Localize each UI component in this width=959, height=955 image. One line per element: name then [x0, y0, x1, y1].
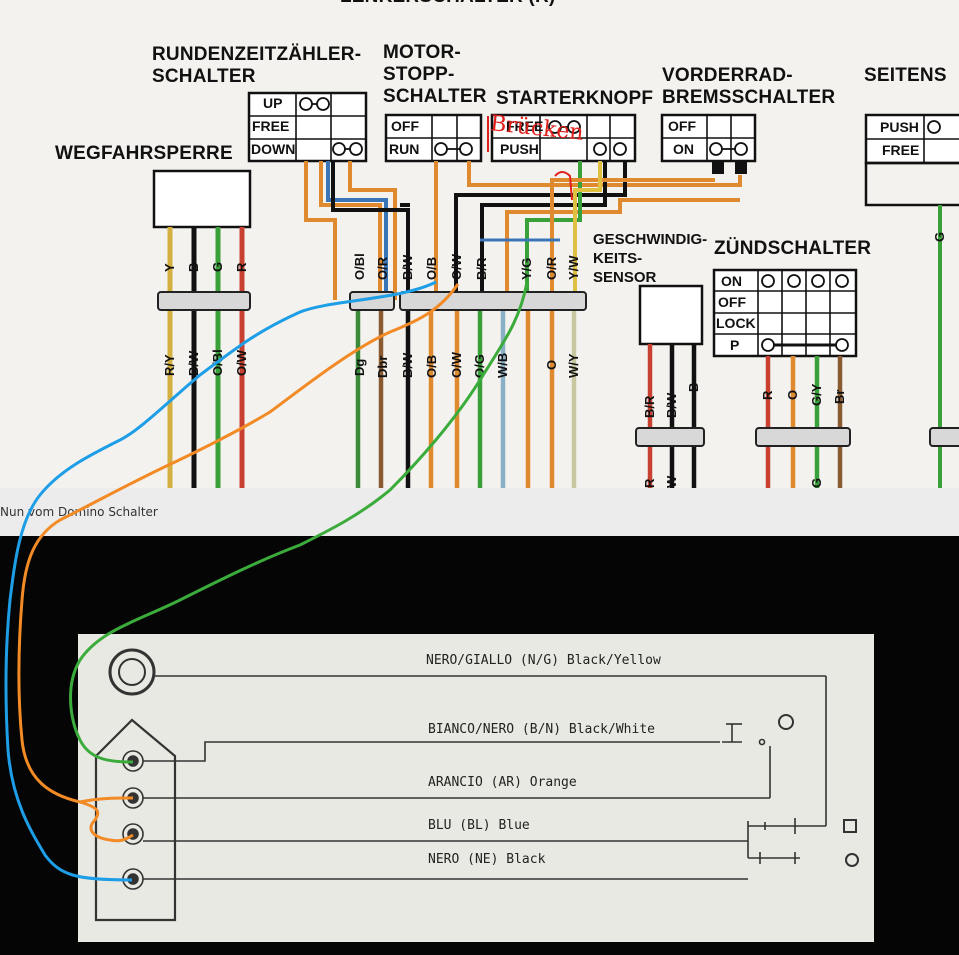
domino-wire-labels: NERO/GIALLO (N/G) Black/Yellow BIANCO/NE…	[78, 634, 874, 942]
side-stand-row-push: PUSH	[880, 119, 919, 135]
engine-stop-title: MOTOR- STOPP- SCHALTER	[383, 42, 487, 107]
wire-label-b-r: B/R	[474, 257, 489, 280]
ignition-row-on: ON	[721, 273, 742, 289]
wire-label-o-w: O/W	[449, 254, 464, 280]
wire-label-o-w-low: O/W	[234, 350, 249, 376]
domino-switch-photo: NERO/GIALLO (N/G) Black/Yellow BIANCO/NE…	[0, 536, 959, 955]
wire-label-g-side: G	[932, 231, 947, 242]
wire-label-o-b-low: O/B	[424, 354, 439, 378]
wire-label-o-w-low-2: O/W	[449, 352, 464, 378]
side-stand-title: SEITENS	[864, 65, 947, 86]
engine-stop-row-run: RUN	[389, 141, 420, 157]
wire-label-o-r: O/R	[375, 256, 390, 280]
speed-sensor-wire-b-w: B/W	[664, 392, 679, 418]
immobilizer-box	[152, 169, 252, 229]
speed-sensor-wire-b: B	[686, 382, 701, 392]
front-brake-row-on: ON	[673, 141, 694, 157]
speed-sensor-title: GESCHWINDIG- KEITS- SENSOR	[593, 231, 708, 286]
wire-label-black-white: BIANCO/NERO (B/N) Black/White	[428, 722, 655, 737]
wire-label-o-r-2: O/R	[544, 256, 559, 280]
wire-label-o-bl: O/Bl	[352, 253, 367, 280]
wire-label-dbr: Dbr	[375, 355, 390, 378]
edge-letter-w: W	[664, 475, 679, 488]
ignition-wire-br: Br	[832, 389, 847, 404]
wire-label-w-y: W/Y	[566, 353, 581, 378]
wire-label-b-w-low-2: B/W	[400, 352, 415, 378]
starter-title: STARTERKNOPF	[496, 88, 654, 109]
wire-label-orange: ARANCIO (AR) Orange	[428, 775, 577, 790]
wire-label-y: Y	[162, 263, 177, 272]
starter-row-push: PUSH	[500, 141, 539, 157]
wire-label-o-g: O/G	[472, 354, 487, 378]
front-brake-row-off: OFF	[668, 118, 696, 134]
wire-label-b: B	[186, 262, 201, 272]
wire-label-o: O	[544, 359, 559, 370]
wire-label-o-b: O/B	[424, 256, 439, 280]
wire-label-g: G	[210, 261, 225, 272]
edge-letter-r: R	[642, 478, 657, 488]
speed-sensor-wire-b-r: B/R	[642, 395, 657, 418]
starter-row-free: FREE	[506, 118, 544, 134]
wire-label-r-y: R/Y	[162, 354, 177, 376]
wire-label-b-w: B/W	[400, 254, 415, 280]
wiring-diagram-top: LENKERSCHALTER (R) RUNDENZEITZÄHLER- SCH…	[0, 0, 959, 488]
wire-label-b-w-low: B/W	[186, 350, 201, 376]
edge-letter-g: G	[809, 477, 824, 488]
wire-label-y-w: Y/W	[566, 255, 581, 280]
lap-timer-row-free: FREE	[252, 118, 290, 134]
ignition-wire-r: R	[760, 390, 775, 400]
diagram-title: LENKERSCHALTER (R)	[340, 0, 555, 8]
wire-label-blue: BLU (BL) Blue	[428, 818, 530, 833]
ignition-row-p: P	[730, 337, 740, 353]
wire-label-o-bl-low: O/Bl	[210, 349, 225, 376]
lap-timer-row-down: DOWN	[251, 141, 296, 157]
speed-sensor-box	[638, 284, 704, 346]
ignition-row-lock: LOCK	[716, 315, 756, 331]
wire-label-y-g: Y/G	[519, 257, 534, 280]
wire-label-black-yellow: NERO/GIALLO (N/G) Black/Yellow	[426, 653, 661, 668]
wire-label-r: R	[234, 262, 249, 272]
lap-timer-title: RUNDENZEITZÄHLER- SCHALTER	[152, 44, 362, 87]
ignition-wire-o: O	[785, 389, 800, 400]
engine-stop-row-off: OFF	[391, 118, 419, 134]
ignition-row-off: OFF	[718, 294, 746, 310]
wire-label-black: NERO (NE) Black	[428, 852, 546, 867]
ignition-wire-g-y: G/Y	[809, 383, 824, 406]
ignition-title: ZÜNDSCHALTER	[714, 238, 872, 259]
caption-strip: Nun vom Domino Schalter	[0, 488, 959, 536]
wire-label-w-b: W/B	[495, 352, 510, 378]
caption-label: Nun vom Domino Schalter	[0, 505, 158, 519]
wire-label-dg: Dg	[352, 358, 367, 376]
front-brake-title: VORDERRAD- BREMSSCHALTER	[662, 65, 836, 108]
immobilizer-title: WEGFAHRSPERRE	[55, 143, 233, 164]
side-stand-row-free: FREE	[882, 142, 920, 158]
lap-timer-row-up: UP	[263, 95, 283, 111]
